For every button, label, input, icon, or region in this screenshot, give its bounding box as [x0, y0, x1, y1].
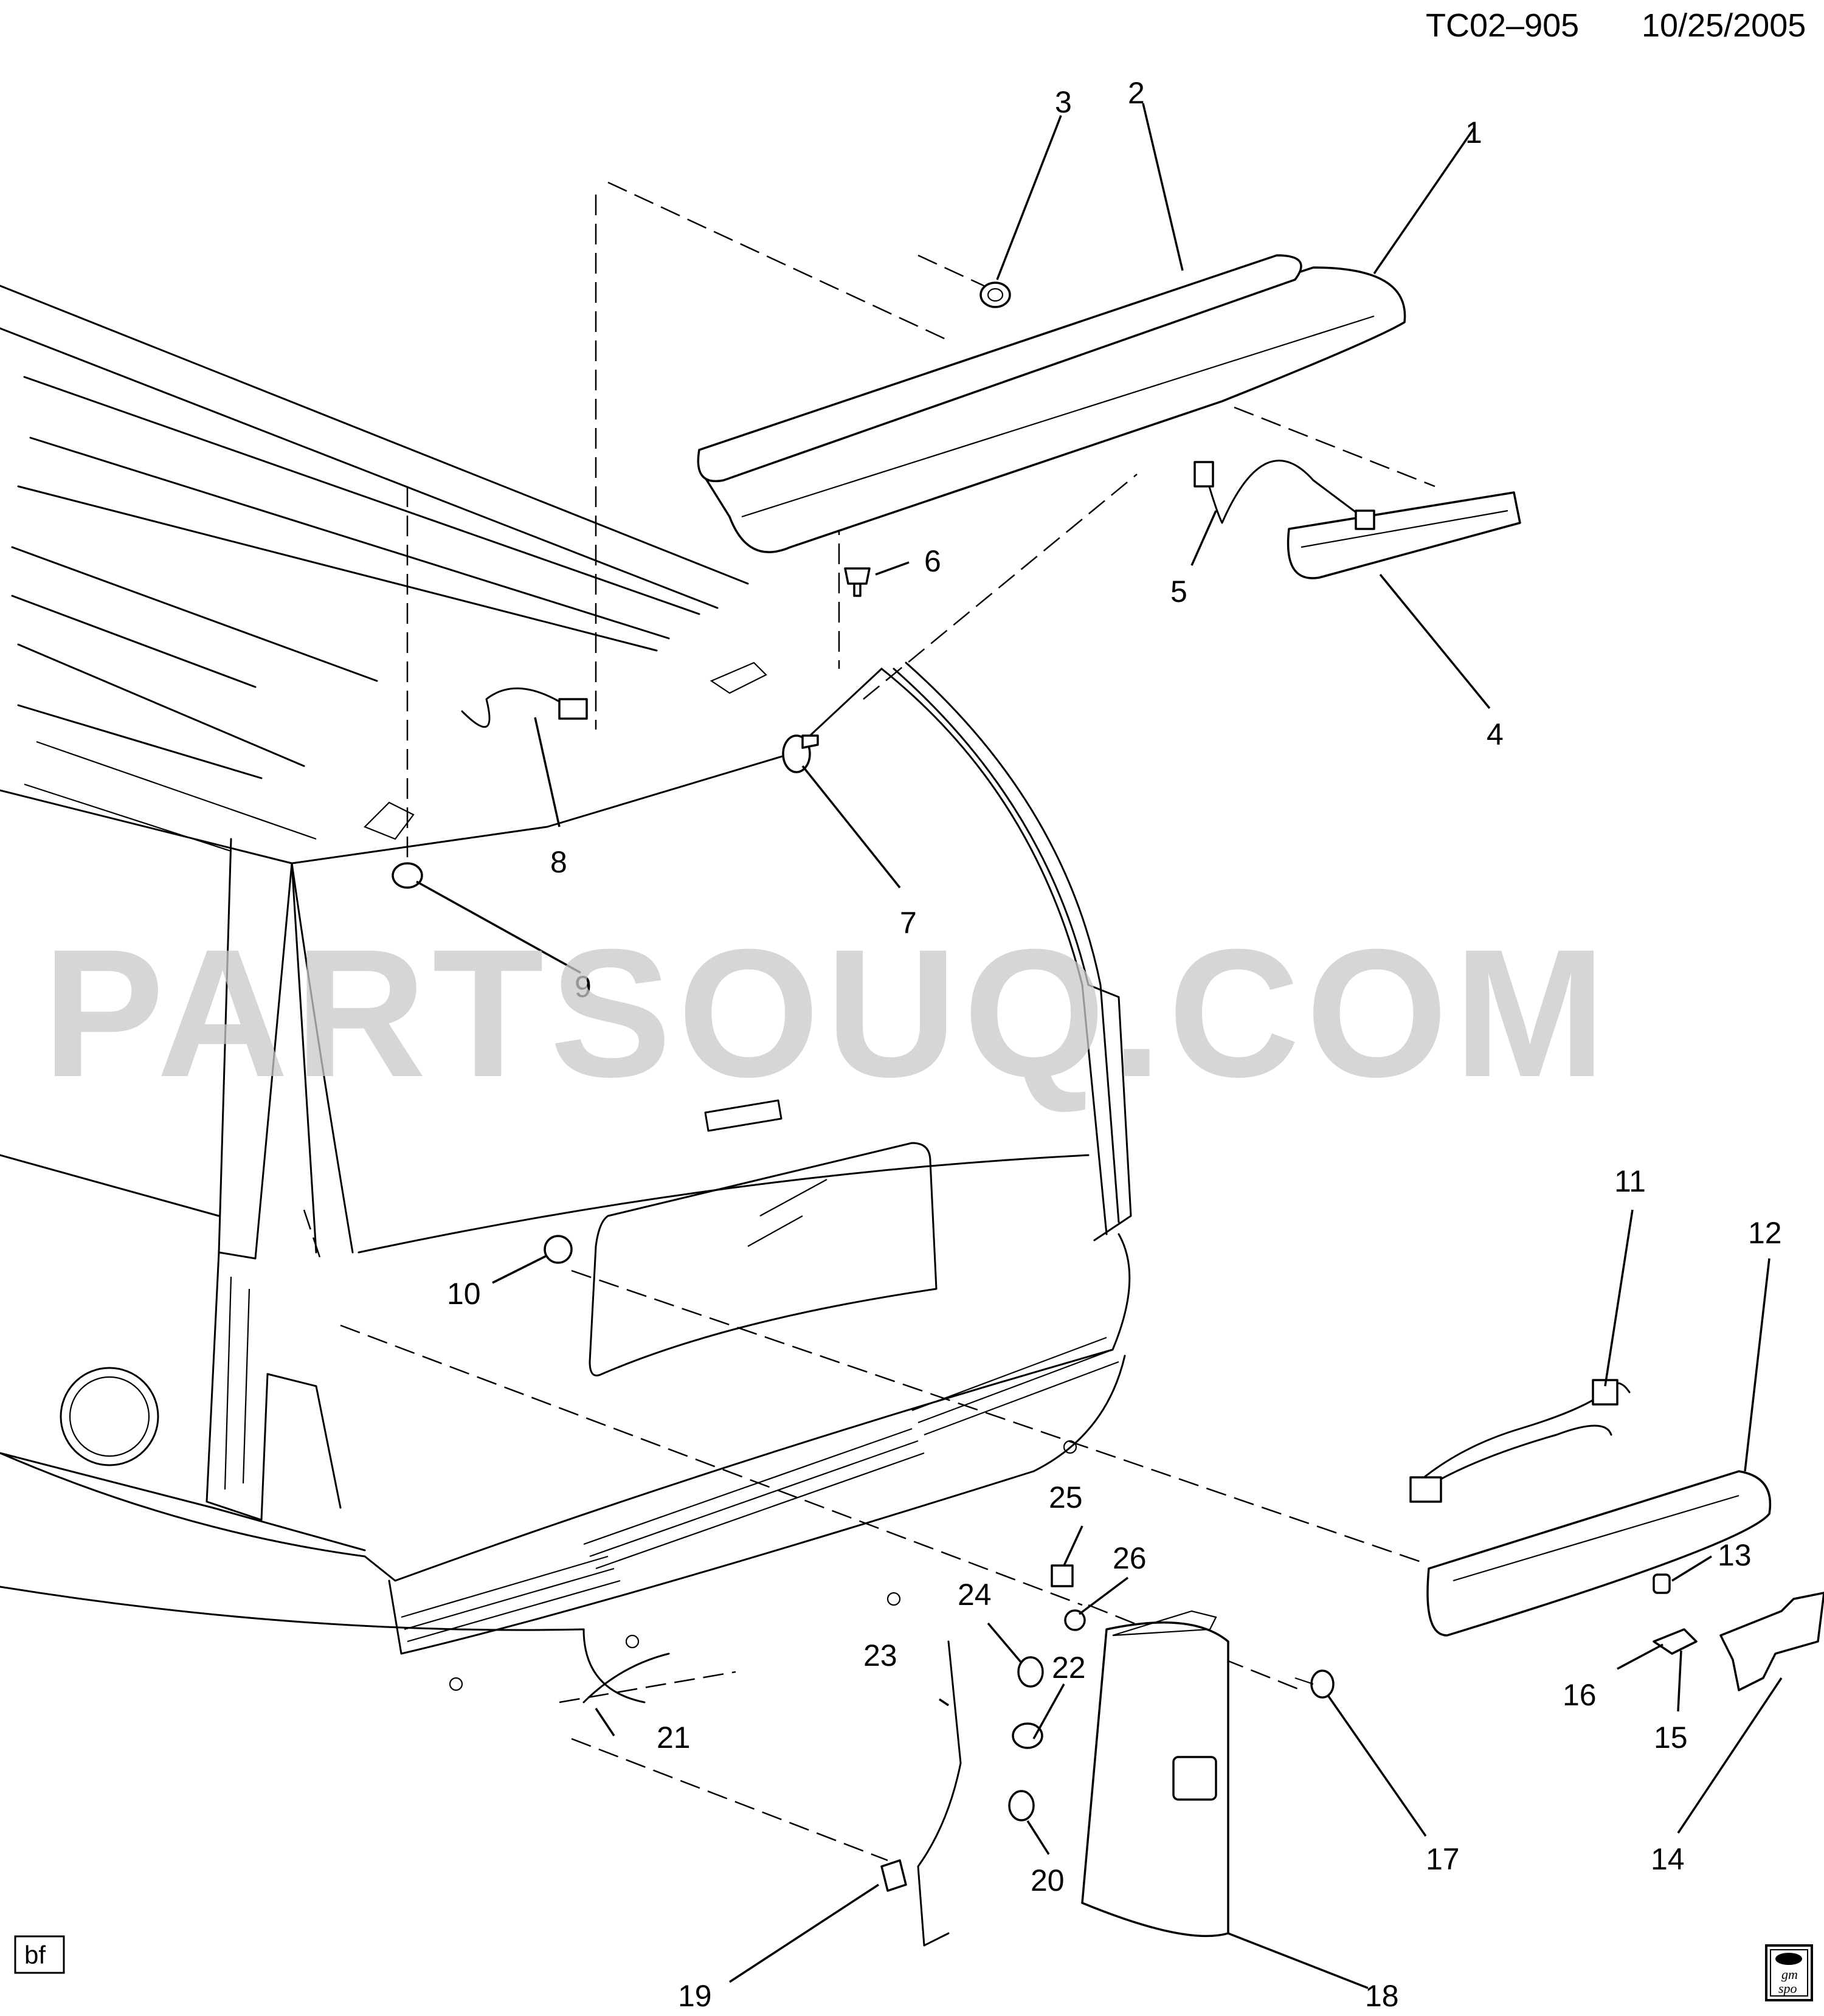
bumper-step-pad [401, 1336, 1119, 1643]
callout-15: 15 [1654, 1721, 1688, 1755]
part-3-grommet [979, 281, 1011, 308]
callout-7: 7 [900, 906, 917, 940]
part-2-seal [697, 254, 1302, 483]
callout-8: 8 [550, 845, 567, 879]
callout-18: 18 [1365, 1979, 1399, 2013]
callout-11: 11 [1614, 1164, 1646, 1198]
callout-9: 9 [575, 970, 592, 1004]
part-15-bracket [1653, 1628, 1698, 1655]
part-10-grommet [544, 1235, 573, 1264]
callout-20: 20 [1031, 1863, 1065, 1897]
part-9-grommet [392, 862, 423, 889]
callout-25: 25 [1049, 1480, 1083, 1514]
part-7-bolt [782, 734, 819, 773]
part-5-connector [1194, 461, 1214, 488]
callout-14: 14 [1651, 1842, 1685, 1876]
callout-16: 16 [1563, 1678, 1597, 1712]
part-20-socket [1008, 1790, 1035, 1821]
part-13-clip [1653, 1573, 1671, 1594]
callout-labels: 1 2 3 4 5 6 7 8 9 10 11 12 13 14 15 16 1… [447, 76, 1782, 2013]
part-17-screw [1294, 1669, 1335, 1699]
vehicle-body [0, 285, 1132, 1704]
part-8-harness [461, 687, 567, 728]
part-23-harness [917, 1640, 962, 1947]
part-4-chmsl-lamp [1287, 491, 1521, 579]
callout-10: 10 [447, 1277, 481, 1311]
part-21-harness [582, 1652, 670, 1704]
part-18-tail-lamp [1081, 1610, 1229, 1938]
diagram-date: 10/25/2005 [1642, 7, 1806, 44]
logo-text-gm: gm [1781, 1967, 1798, 1982]
part-24-socket [1017, 1656, 1044, 1688]
part-6-clip [844, 567, 871, 597]
part-8-connector [558, 698, 588, 720]
callout-5: 5 [1170, 575, 1187, 609]
part-14-bowtie-emblem [1719, 1592, 1824, 1691]
gm-spo-logo: gm spo [1765, 1944, 1813, 2001]
callout-21: 21 [657, 1721, 691, 1755]
part-26-clip [1064, 1609, 1086, 1631]
part-22-bulb [1012, 1722, 1043, 1749]
logo-text-spo: spo [1778, 1981, 1797, 1996]
callout-2: 2 [1128, 76, 1145, 110]
callout-3: 3 [1055, 85, 1072, 119]
callout-26: 26 [1113, 1541, 1147, 1575]
callout-4: 4 [1487, 717, 1504, 751]
part-5-connector-end [1355, 509, 1375, 530]
part-25-clip [1051, 1564, 1074, 1587]
callout-24: 24 [958, 1578, 992, 1612]
watermark: PARTSOUQ.COM [43, 911, 1612, 1115]
part-19-bulb [880, 1859, 907, 1892]
diagram-id: TC02–905 [1426, 7, 1579, 44]
initials-box: bf [14, 1935, 65, 1974]
callout-22: 22 [1052, 1651, 1086, 1685]
part-1-spoiler [698, 266, 1406, 553]
assembly-lines [303, 181, 1435, 1862]
part-5-harness [1203, 460, 1363, 524]
leader-lines [416, 103, 1783, 1989]
callout-23: 23 [863, 1638, 897, 1673]
callout-1: 1 [1465, 116, 1482, 150]
callout-19: 19 [678, 1979, 712, 2013]
part-12-applique [1426, 1470, 1772, 1637]
callout-13: 13 [1718, 1538, 1752, 1572]
callout-12: 12 [1748, 1216, 1782, 1250]
callout-17: 17 [1426, 1842, 1460, 1876]
initials-text: bf [24, 1941, 46, 1969]
callout-6: 6 [924, 544, 941, 578]
part-11-harness [1409, 1379, 1631, 1503]
